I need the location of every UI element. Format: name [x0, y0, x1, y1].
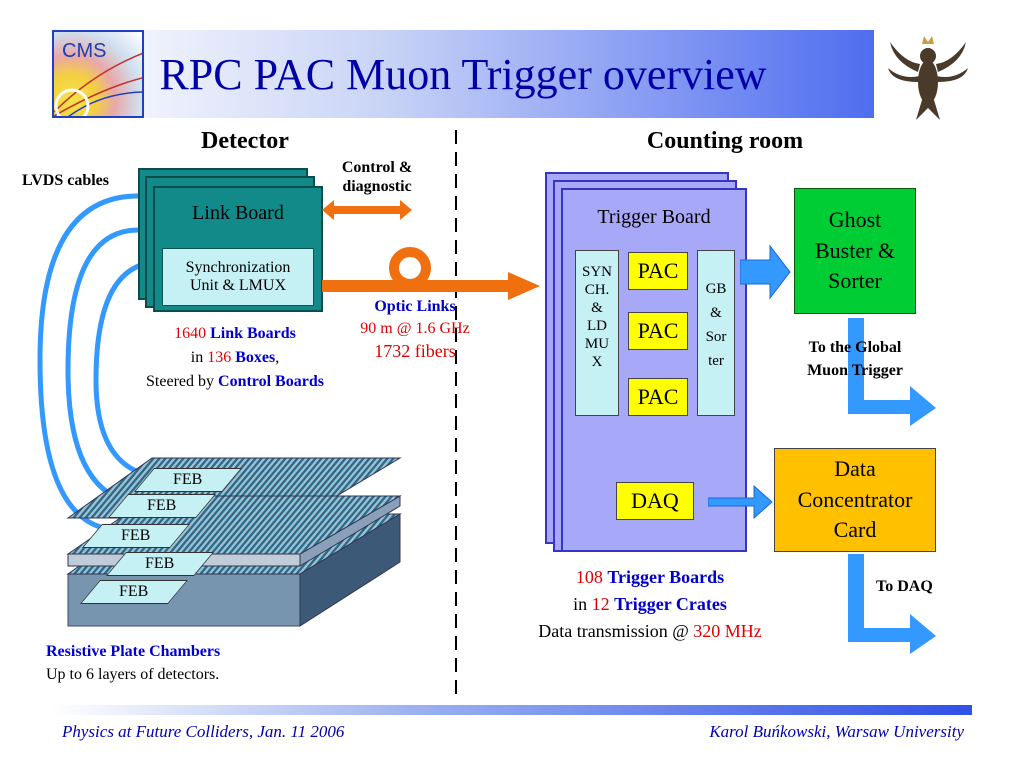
- boxes-suffix: ,: [275, 349, 280, 366]
- sync-ldmux-column: SYN CH. & LD MU X: [575, 250, 619, 416]
- data-concentrator-line: Card: [833, 517, 877, 543]
- sync-ldmux-line: MU: [584, 336, 610, 352]
- data-concentrator-line: Concentrator: [797, 486, 913, 512]
- link-board-stats-line-2: in 136 Boxes,: [110, 346, 360, 370]
- sync-line-1: Synchronization: [185, 259, 291, 276]
- pac-box: PAC: [628, 252, 688, 290]
- page-title: RPC PAC Muon Trigger overview: [159, 49, 767, 99]
- cms-logo: CMS: [52, 30, 144, 118]
- to-global-trigger-arrow: [848, 318, 936, 426]
- to-global-trigger-label: To the Global Muon Trigger: [782, 336, 928, 382]
- pac-box: PAC: [628, 312, 688, 350]
- trigger-boards-count: 108: [575, 567, 603, 587]
- ghost-buster-sorter: Ghost Buster & Sorter: [794, 188, 916, 314]
- detector-heading: Detector: [201, 128, 289, 154]
- data-transmission-prefix: Data transmission @: [538, 621, 689, 641]
- boxes-label: Boxes: [235, 349, 276, 366]
- to-daq-label: To DAQ: [876, 578, 933, 595]
- sync-ldmux-line: CH.: [584, 282, 610, 298]
- gb-sorter-line: ter: [708, 353, 724, 369]
- crates-count: 12: [591, 594, 610, 614]
- optic-links-title: Optic Links: [374, 298, 456, 315]
- boxes-prefix: in: [190, 349, 204, 366]
- cms-logo-text: CMS: [62, 40, 107, 62]
- sync-ldmux-line: SYN: [581, 264, 612, 280]
- link-board-count: 1640: [174, 325, 207, 342]
- link-board-count-label: Link Boards: [210, 325, 296, 342]
- crates-label: Trigger Crates: [614, 594, 727, 614]
- link-board-stats-line-1: 1640 Link Boards: [110, 322, 360, 346]
- footer-left: Physics at Future Colliders, Jan. 11 200…: [62, 722, 345, 741]
- control-label-line-2: diagnostic: [342, 178, 412, 196]
- optic-fibers: 1732 fibers: [374, 341, 456, 362]
- footer-right: Karol Buńkowski, Warsaw University: [709, 722, 964, 741]
- to-data-concentrator-arrow: [708, 484, 773, 520]
- gb-sorter-line: GB: [705, 281, 727, 297]
- gb-sorter-column: GB & Sor ter: [697, 250, 735, 416]
- link-board-label: Link Board: [192, 202, 284, 224]
- control-boards-label: Control Boards: [218, 373, 324, 390]
- optic-speed: 90 m @ 1.6 GHz: [360, 319, 470, 337]
- to-ghost-buster-arrow: [740, 244, 791, 300]
- cms-logo-tracks-icon: [54, 52, 142, 116]
- daq-box: DAQ: [616, 482, 694, 520]
- rpc-subtitle: Up to 6 layers of detectors.: [46, 666, 220, 684]
- rpc-caption: Resistive Plate Chambers Up to 6 layers …: [46, 640, 220, 686]
- rpc-title: Resistive Plate Chambers: [46, 643, 221, 660]
- gb-sorter-line: Sor: [705, 329, 727, 345]
- trigger-stats-line-1: 108 Trigger Boards: [500, 564, 800, 591]
- counting-room-heading: Counting room: [646, 128, 804, 154]
- control-boards-prefix: Steered by: [146, 373, 215, 390]
- sync-ldmux-line: &: [591, 300, 603, 316]
- trigger-board-label: Trigger Board: [597, 206, 711, 228]
- to-daq-arrow: [848, 554, 936, 654]
- synchronization-unit: Synchronization Unit & LMUX: [162, 248, 314, 306]
- section-divider: [455, 130, 457, 702]
- sync-ldmux-line: X: [591, 354, 603, 370]
- data-concentrator-line: Data: [834, 455, 876, 481]
- ghost-buster-line: Sorter: [828, 268, 882, 294]
- data-transmission-value: 320 MHz: [693, 621, 762, 641]
- control-label-line-1: Control &: [341, 159, 413, 176]
- boxes-count: 136: [207, 349, 232, 366]
- footer-band: [52, 705, 972, 715]
- to-global-line-1: To the Global: [808, 339, 902, 356]
- sync-line-2: Unit & LMUX: [190, 277, 286, 294]
- eagle-emblem-icon: [888, 36, 968, 120]
- trigger-stats-line-3: Data transmission @ 320 MHz: [500, 618, 800, 645]
- trigger-stats-line-2: in 12 Trigger Crates: [500, 591, 800, 618]
- control-double-arrow: [322, 200, 412, 220]
- crates-prefix: in: [573, 594, 588, 614]
- ghost-buster-line: Buster &: [814, 237, 896, 263]
- link-board-stats-line-3: Steered by Control Boards: [110, 370, 360, 394]
- optic-link-arrow: [322, 247, 540, 300]
- ghost-buster-line: Ghost: [828, 206, 882, 232]
- title-band: [52, 30, 874, 118]
- trigger-board-stats: 108 Trigger Boards in 12 Trigger Crates …: [500, 564, 800, 645]
- data-concentrator-card: Data Concentrator Card: [774, 448, 936, 552]
- control-diagnostic-label: Control & diagnostic: [322, 158, 432, 196]
- trigger-boards-label: Trigger Boards: [607, 567, 725, 587]
- lvds-cables-label: LVDS cables: [22, 172, 109, 189]
- pac-box: PAC: [628, 378, 688, 416]
- gb-sorter-line: &: [710, 305, 722, 321]
- sync-ldmux-line: LD: [587, 318, 607, 334]
- to-global-line-2: Muon Trigger: [807, 362, 903, 380]
- optic-links-info: Optic Links 90 m @ 1.6 GHz 1732 fibers: [340, 296, 490, 363]
- link-board-stats: 1640 Link Boards in 136 Boxes, Steered b…: [110, 322, 360, 394]
